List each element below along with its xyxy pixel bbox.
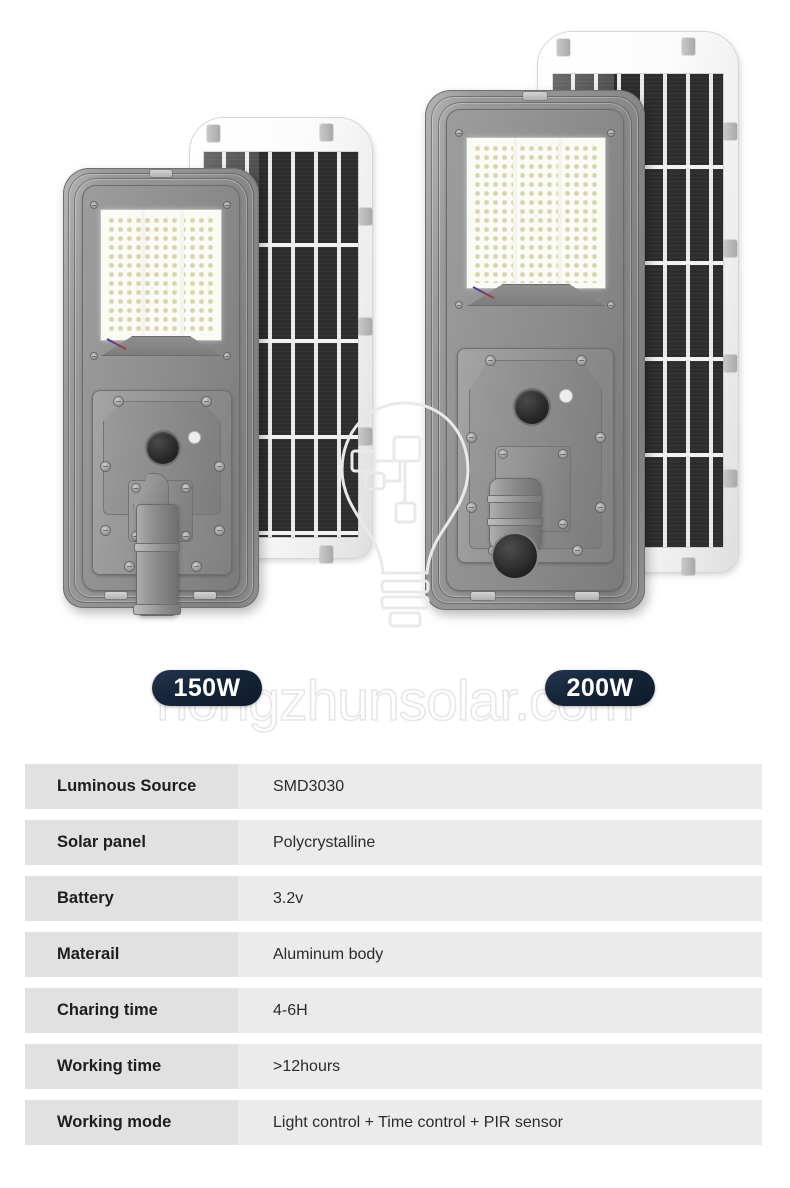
- site-watermark: hongzhunsolar.com: [156, 668, 636, 734]
- pir-sensor-150w: [147, 432, 179, 464]
- screw: [182, 532, 190, 540]
- table-row: Working time >12hours: [25, 1044, 762, 1089]
- panel-clip: [682, 38, 695, 55]
- led-split: [141, 210, 145, 340]
- led-dot-grid: [106, 215, 216, 335]
- arm-tube: [136, 504, 178, 616]
- panel-clip: [724, 240, 737, 257]
- screw: [596, 503, 605, 512]
- panel-clip: [724, 123, 737, 140]
- lamp-foot: [105, 592, 127, 599]
- screw: [202, 397, 211, 406]
- photocell-150w: [189, 432, 200, 443]
- led-skirt: [101, 336, 221, 356]
- panel-clip: [724, 470, 737, 487]
- screw: [215, 462, 224, 471]
- screw: [224, 353, 230, 359]
- screw: [192, 562, 201, 571]
- pir-sensor-200w: [515, 390, 549, 424]
- badge-150w: 150W: [152, 670, 262, 706]
- spec-label: Materail: [25, 932, 238, 977]
- lamp-foot: [575, 592, 599, 600]
- led-split: [513, 138, 517, 288]
- led-dot-grid: [472, 143, 600, 283]
- screw: [499, 450, 507, 458]
- screw: [608, 130, 614, 136]
- led-split: [180, 210, 184, 340]
- arm-band: [134, 543, 180, 552]
- led-module-150w: [101, 210, 221, 340]
- screw: [114, 397, 123, 406]
- specification-table: Luminous Source SMD3030 Solar panel Poly…: [25, 764, 762, 1156]
- led-module-200w: [467, 138, 605, 288]
- arm-band: [487, 518, 543, 526]
- spec-label: Battery: [25, 876, 238, 921]
- table-row: Working mode Light control + Time contro…: [25, 1100, 762, 1145]
- panel-clip: [320, 546, 333, 563]
- table-row: Charing time 4-6H: [25, 988, 762, 1033]
- screw: [467, 433, 476, 442]
- lamp-foot: [523, 92, 547, 100]
- screw: [559, 520, 567, 528]
- spec-label: Working time: [25, 1044, 238, 1089]
- arm-band: [133, 604, 181, 615]
- panel-clip: [320, 124, 333, 141]
- panel-clip: [557, 39, 570, 56]
- spec-label: Working mode: [25, 1100, 238, 1145]
- spec-label: Charing time: [25, 988, 238, 1033]
- table-row: Materail Aluminum body: [25, 932, 762, 977]
- spec-label: Solar panel: [25, 820, 238, 865]
- panel-clip: [359, 208, 372, 225]
- screw: [577, 356, 586, 365]
- screw: [456, 130, 462, 136]
- panel-clip: [682, 558, 695, 575]
- screw: [596, 433, 605, 442]
- spec-value: 4-6H: [273, 1001, 308, 1019]
- screw: [467, 503, 476, 512]
- arm-band: [487, 495, 543, 503]
- screw: [91, 202, 97, 208]
- screw: [573, 546, 582, 555]
- screw: [132, 484, 140, 492]
- spec-label: Luminous Source: [25, 764, 238, 809]
- photocell-200w: [560, 390, 572, 402]
- screw: [559, 450, 567, 458]
- led-skirt: [467, 284, 605, 306]
- screw: [224, 202, 230, 208]
- arm-end-cap: [493, 534, 537, 578]
- panel-clip: [359, 428, 372, 445]
- panel-clip: [724, 355, 737, 372]
- led-split: [558, 138, 562, 288]
- spec-value: Light control + Time control + PIR senso…: [273, 1113, 563, 1131]
- panel-clip: [359, 318, 372, 335]
- spec-value: Polycrystalline: [273, 833, 376, 851]
- lamp-foot: [194, 592, 216, 599]
- screw: [101, 526, 110, 535]
- badge-200w: 200W: [545, 670, 655, 706]
- panel-clip: [207, 125, 220, 142]
- screw: [215, 526, 224, 535]
- screw: [456, 302, 462, 308]
- lamp-foot: [471, 592, 495, 600]
- spec-value: >12hours: [273, 1057, 341, 1075]
- spec-value: Aluminum body: [273, 945, 384, 963]
- screw: [91, 353, 97, 359]
- lamp-foot: [150, 170, 172, 177]
- screw: [608, 302, 614, 308]
- screw: [125, 562, 134, 571]
- screw: [101, 462, 110, 471]
- spec-value: SMD3030: [273, 777, 345, 795]
- screw: [182, 484, 190, 492]
- spec-value: 3.2v: [273, 889, 304, 907]
- table-row: Solar panel Polycrystalline: [25, 820, 762, 865]
- table-row: Luminous Source SMD3030: [25, 764, 762, 809]
- screw: [486, 356, 495, 365]
- product-hero-image: 150W: [63, 32, 738, 734]
- table-row: Battery 3.2v: [25, 876, 762, 921]
